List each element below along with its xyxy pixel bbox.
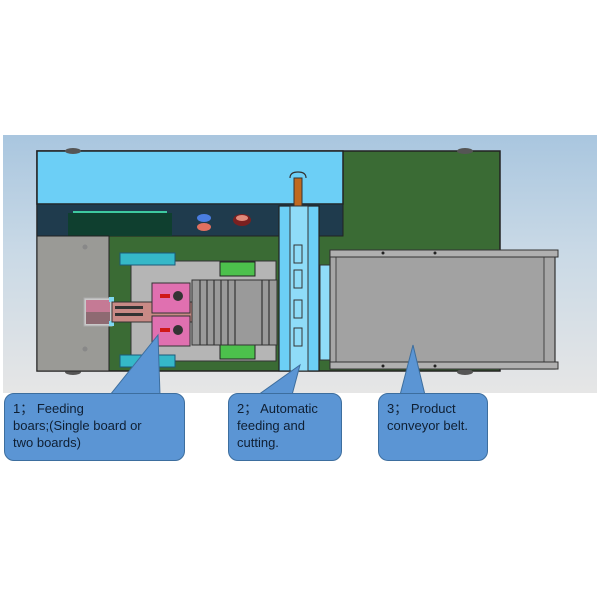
callout-2-line-1: 2； Automatic	[237, 401, 318, 416]
conveyor-rail-top	[329, 249, 559, 258]
green-block-top	[219, 261, 256, 277]
callout-3-line-2: conveyor belt.	[387, 418, 468, 433]
foot-bottom-right	[457, 369, 473, 375]
screw	[433, 251, 437, 255]
top-clamp	[119, 252, 176, 266]
screw	[381, 251, 385, 255]
callout-3-line-1: 3； Product	[387, 401, 456, 416]
slot	[293, 299, 303, 319]
feed-inlet-top	[86, 300, 110, 312]
rail-slot	[115, 313, 143, 316]
callout-feeding-boards: 1； Feeding boars;(Single board or two bo…	[4, 393, 185, 461]
slot	[293, 327, 303, 347]
conveyor-surface	[335, 256, 545, 364]
cylinder-clamp	[289, 171, 307, 179]
side-guide	[319, 264, 331, 361]
callout-2-line-3: cutting.	[237, 435, 279, 450]
inlet-clip	[109, 297, 114, 302]
emergency-stop-highlight	[236, 215, 248, 221]
red-marker-bottom	[160, 328, 170, 332]
screw	[82, 346, 88, 352]
callout-1-line-3: two boards)	[13, 435, 81, 450]
foot-top-left	[65, 148, 81, 154]
red-marker-top	[160, 294, 170, 298]
callout-2-line-2: feeding and	[237, 418, 305, 433]
comb-teeth	[199, 280, 270, 345]
display-highlight	[73, 211, 167, 213]
gear-icon	[173, 325, 183, 335]
feed-inlet-bottom	[86, 312, 110, 324]
callout-product-conveyor: 3； Product conveyor belt.	[378, 393, 488, 461]
foot-top-right	[457, 148, 473, 154]
callout-automatic-feeding-cutting: 2； Automatic feeding and cutting.	[228, 393, 342, 461]
slot	[293, 244, 303, 264]
pink-block-top	[151, 282, 191, 314]
screw	[381, 364, 385, 368]
screw	[82, 244, 88, 250]
rail-slot	[115, 306, 143, 309]
gear-icon	[173, 291, 183, 301]
stop-button-icon	[197, 223, 211, 231]
start-button-icon	[197, 214, 211, 222]
conveyor-rail-bottom	[329, 361, 559, 370]
callout-1-line-1: 1； Feeding	[13, 401, 84, 416]
screw	[433, 364, 437, 368]
cylinder-rod	[293, 177, 303, 207]
callout-1-line-2: boars;(Single board or	[13, 418, 142, 433]
top-cover	[36, 150, 344, 205]
display-screen	[68, 213, 172, 236]
slot	[293, 269, 303, 289]
inlet-clip	[109, 321, 114, 326]
green-block-bottom	[219, 344, 256, 360]
